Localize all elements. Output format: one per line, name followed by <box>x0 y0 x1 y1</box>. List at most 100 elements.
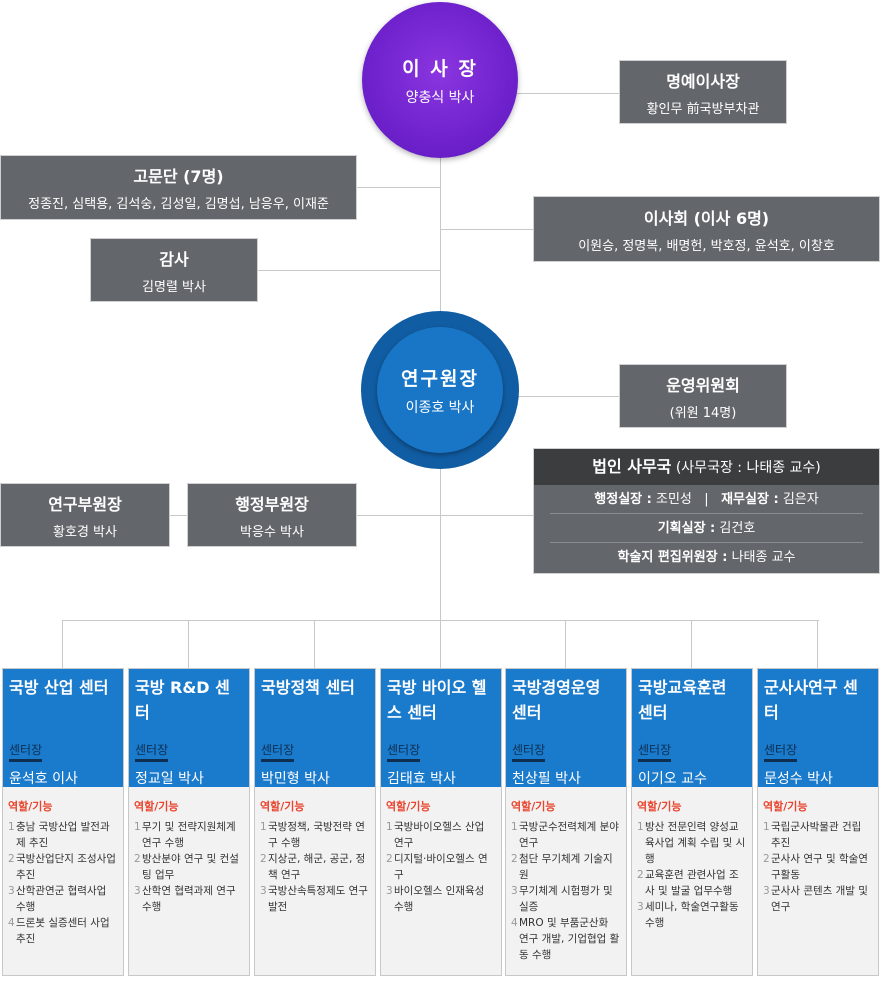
role-item-number: 1 <box>8 821 15 833</box>
board-title: 이사회 (이사 6명) <box>643 208 770 228</box>
connector-line <box>440 396 619 397</box>
honorary-name: 황인무 前국방부차관 <box>646 101 760 117</box>
connector-line <box>188 620 189 668</box>
role-item-number: 2 <box>637 869 644 881</box>
center-name: 군사사연구 센터 <box>764 678 858 722</box>
center-header: 국방교육훈련 센터 센터장 이기오 교수 <box>632 669 752 787</box>
connector-line <box>440 229 533 230</box>
office-header: 법인 사무국 (사무국장 : 나태종 교수) <box>534 449 879 485</box>
chairman-title: 이 사 장 <box>402 57 478 80</box>
center-name: 국방교육훈련 센터 <box>638 678 727 722</box>
advisors-box[interactable]: 고문단 (7명) 정종진, 심택용, 김석숭, 김성일, 김명섭, 남응우, 이… <box>0 155 357 220</box>
role-label: 역할/기능 <box>386 800 431 813</box>
auditor-name: 김명렬 박사 <box>142 279 206 295</box>
center-name: 국방 R&D 센터 <box>135 678 230 722</box>
role-item-number: 3 <box>386 885 393 897</box>
center-director: 문성수 박사 <box>764 771 833 787</box>
connector-line <box>440 515 533 516</box>
corporate-office-box[interactable]: 법인 사무국 (사무국장 : 나태종 교수) 행정실장 : 조민성 | 재무실장… <box>533 448 880 574</box>
center-name: 국방경영운영 센터 <box>512 678 601 722</box>
role-item-number: 3 <box>8 885 15 897</box>
connector-line <box>258 270 441 271</box>
role-item-text: 군사사 연구 및 학술연구활동 <box>771 853 868 881</box>
vp-research-box[interactable]: 연구부원장 황호경 박사 <box>0 483 170 547</box>
director-label: 센터장 <box>638 741 672 762</box>
role-item-text: 교육훈련 관련사업 조사 및 발굴 업무수행 <box>645 869 739 897</box>
president-circle[interactable]: 연구원장 이종호 박사 <box>361 311 519 469</box>
office-title: 법인 사무국 <box>592 457 672 476</box>
role-item-number: 3 <box>511 885 518 897</box>
center-name: 국방 바이오 헬스 센터 <box>387 678 487 722</box>
director-label: 센터장 <box>9 741 43 762</box>
role-item-text: 바이오헬스 인재육성 수행 <box>394 885 485 913</box>
center-director: 정교일 박사 <box>135 771 204 787</box>
role-item-number: 2 <box>763 853 770 865</box>
office-name: 김건호 <box>719 521 756 536</box>
role-item-text: 산학연 협력과제 연구 수행 <box>142 885 236 913</box>
role-item-text: 방산분야 연구 및 컨설팅 업무 <box>142 853 239 881</box>
role-item-number: 1 <box>637 821 644 833</box>
chairman-circle[interactable]: 이 사 장 양충식 박사 <box>362 2 518 158</box>
director-label: 센터장 <box>387 741 421 762</box>
center-director: 김태효 박사 <box>387 771 456 787</box>
role-item-text: 세미나, 학술연구활동 수행 <box>645 901 739 929</box>
director-label: 센터장 <box>261 741 295 762</box>
board-box[interactable]: 이사회 (이사 6명) 이원승, 정명복, 배명헌, 박호정, 윤석호, 이창호 <box>533 196 880 262</box>
vp-admin-box[interactable]: 행정부원장 박응수 박사 <box>187 483 357 547</box>
auditor-box[interactable]: 감사 김명렬 박사 <box>90 238 258 302</box>
center-director: 이기오 교수 <box>638 771 707 787</box>
role-item-number: 3 <box>134 885 141 897</box>
committee-sub: (위원 14명) <box>669 405 737 421</box>
center-header: 국방경영운영 센터 센터장 천상필 박사 <box>506 669 626 787</box>
role-item-text: 국방산속특정제도 연구발전 <box>268 885 368 913</box>
board-names: 이원승, 정명복, 배명헌, 박호정, 윤석호, 이창호 <box>578 238 835 254</box>
committee-box[interactable]: 운영위원회 (위원 14명) <box>619 364 787 428</box>
role-item-text: 드론봇 실증센터 사업 추진 <box>16 917 110 945</box>
office-title-sub: (사무국장 : 나태종 교수) <box>675 460 821 476</box>
director-label: 센터장 <box>135 741 169 762</box>
role-item-number: 3 <box>763 885 770 897</box>
director-label: 센터장 <box>512 741 546 762</box>
role-item-number: 3 <box>637 901 644 913</box>
role-item-number: 4 <box>8 917 15 929</box>
role-item-number: 3 <box>260 885 267 897</box>
honorary-title: 명예이사장 <box>666 71 740 91</box>
role-item-number: 2 <box>511 853 518 865</box>
role-item-text: 산학관연군 협력사업 수행 <box>16 885 107 913</box>
office-label: 재무실장 : <box>721 492 779 507</box>
committee-title: 운영위원회 <box>666 375 740 395</box>
director-label: 센터장 <box>764 741 798 762</box>
office-name: 김은자 <box>782 492 819 507</box>
honorary-chairman-box[interactable]: 명예이사장 황인무 前국방부차관 <box>619 60 787 124</box>
role-item-number: 1 <box>386 821 393 833</box>
